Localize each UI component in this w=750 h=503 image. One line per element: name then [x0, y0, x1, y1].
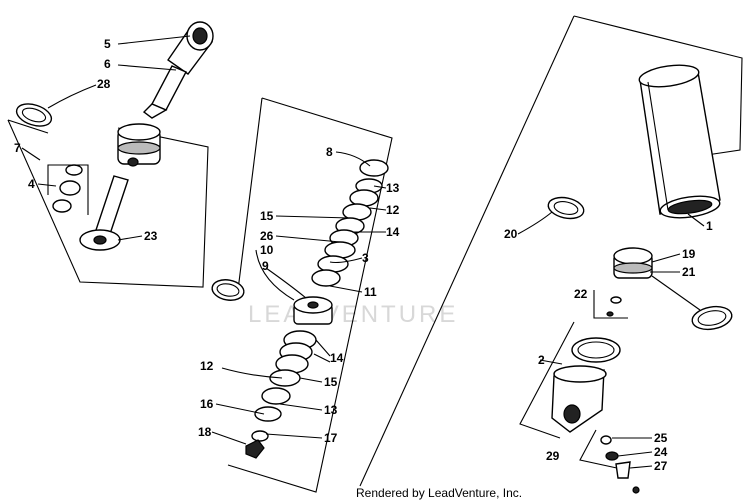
part-6-rod [142, 65, 187, 119]
callout-21: 21 [682, 265, 696, 279]
callout-8: 8 [326, 145, 333, 159]
left-assembly [7, 21, 214, 288]
callout-12-upper: 12 [386, 203, 400, 217]
callout-26: 26 [260, 229, 274, 243]
shim-stack-upper [311, 159, 389, 287]
part-9-piston [293, 296, 333, 325]
callout-16: 16 [200, 397, 214, 411]
callout-11: 11 [364, 285, 377, 299]
part-10-ring [211, 279, 245, 301]
callout-24: 24 [654, 445, 668, 459]
callout-4: 4 [28, 177, 35, 191]
part-5-eye [167, 21, 214, 75]
part-2-housing [519, 321, 621, 439]
part-23-shaft [79, 175, 129, 251]
part-1-cylinder [638, 64, 721, 219]
callout-1: 1 [706, 219, 713, 233]
callout-17: 17 [324, 431, 338, 445]
callout-7: 7 [14, 141, 21, 155]
callout-9: 9 [262, 259, 269, 273]
callout-23: 23 [144, 229, 158, 243]
part-28-ring [15, 103, 53, 127]
callout-28: 28 [97, 77, 111, 91]
right-assembly [359, 15, 743, 494]
part-7-piston [117, 123, 161, 167]
callout-14-lower: 14 [330, 351, 344, 365]
callout-15-lower: 15 [324, 375, 338, 389]
callout-19: 19 [682, 247, 696, 261]
part-20-ring [547, 196, 585, 220]
callout-14-upper: 14 [386, 225, 400, 239]
callout-13-upper: 13 [386, 181, 400, 195]
middle-assembly [211, 97, 393, 493]
watermark-text: LEADVENTURE [248, 301, 458, 328]
part-29-valve-group [579, 429, 640, 494]
callout-25: 25 [654, 431, 668, 445]
callout-5: 5 [104, 37, 111, 51]
callout-18: 18 [198, 425, 212, 439]
callout-29: 29 [546, 449, 560, 463]
callout-6: 6 [104, 57, 111, 71]
callout-labels: 5 6 28 7 4 23 8 13 15 12 26 14 10 3 9 11… [14, 37, 713, 473]
callout-27: 27 [654, 459, 668, 473]
callout-22: 22 [574, 287, 588, 301]
callout-3: 3 [362, 251, 369, 265]
credit-text: Rendered by LeadVenture, Inc. [356, 486, 522, 500]
callout-10: 10 [260, 243, 274, 257]
callout-12-lower: 12 [200, 359, 214, 373]
callout-15-upper: 15 [260, 209, 274, 223]
part-19-piston [613, 247, 653, 279]
shim-stack-lower [245, 330, 317, 459]
callout-20: 20 [504, 227, 518, 241]
part-4-bushings [47, 164, 89, 215]
callout-13-lower: 13 [324, 403, 338, 417]
callout-2: 2 [538, 353, 545, 367]
